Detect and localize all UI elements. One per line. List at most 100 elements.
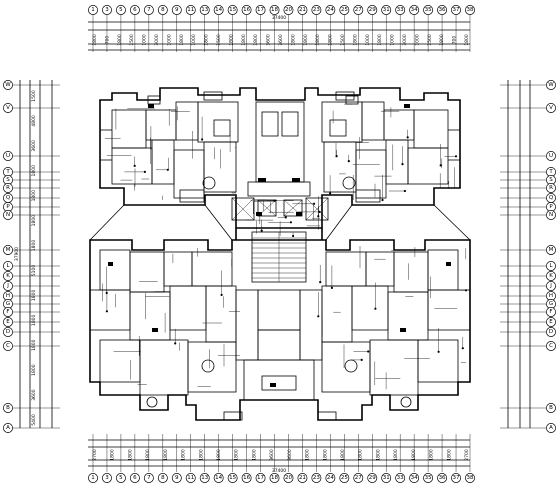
bottom-axis-bubble: 38 — [465, 473, 475, 483]
top-dimension-value: 1500 — [340, 34, 346, 46]
left-axis-bubble-label: M — [6, 247, 11, 253]
bottom-axis-bubble: 1 — [88, 473, 98, 483]
left-axis-bubble: U — [3, 151, 13, 161]
top-axis-bubble-label: 15 — [229, 7, 236, 13]
right-axis-bubble-label: M — [549, 247, 554, 253]
bottom-axis-bubble: 3 — [102, 473, 112, 483]
left-dimension-value: 4800 — [31, 115, 37, 127]
right-axis-bubble-label: J — [549, 283, 552, 289]
top-dimension-value: 1000 — [414, 34, 420, 46]
top-axis-bubble: 17 — [255, 5, 266, 15]
top-axis-bubble: 37 — [451, 5, 461, 15]
top-axis-bubble-label: 16 — [243, 7, 250, 13]
outlet-symbol — [319, 281, 322, 284]
top-axis-bubble: 27 — [353, 5, 364, 15]
bottom-dimension-value: 1800 — [110, 449, 116, 461]
right-axis-bubble: Q — [546, 193, 556, 203]
top-dimension-value: 1800 — [290, 34, 296, 46]
right-axis-bubble-label: U — [549, 153, 553, 159]
left-axis-bubble: G — [3, 299, 13, 309]
left-axis-bubble: F — [3, 307, 13, 317]
outlet-symbol — [143, 170, 146, 173]
dimension-lines — [19, 21, 531, 467]
left-axis-bubble-label: Q — [6, 195, 11, 201]
bottom-axis-bubble-label: 9 — [175, 475, 179, 481]
top-dimension-value: 3600 — [266, 34, 272, 46]
building-outline — [89, 87, 471, 421]
right-axis-bubble-label: R — [549, 185, 553, 191]
top-dimension-value: 3000 — [402, 34, 408, 46]
right-axis-bubble-label: S — [549, 177, 553, 183]
right-axis-bubble-label: G — [549, 301, 553, 307]
bottom-dimension-value: 1800 — [216, 449, 222, 461]
top-axis-bubble-label: 18 — [271, 7, 278, 13]
top-axis-bubble: 14 — [213, 5, 224, 15]
outlet-symbol — [403, 189, 406, 193]
bottom-dimension-value: 1800 — [127, 449, 133, 461]
left-axis-bubble: K — [3, 271, 13, 281]
right-axis-bubble: W — [546, 80, 556, 90]
left-axis-bubble-label: H — [6, 293, 10, 299]
right-axis-bubble-label: T — [548, 169, 553, 175]
bottom-dimension-value: 1800 — [305, 449, 311, 461]
right-axis-bubble-label: K — [549, 273, 553, 279]
outlet-symbol — [292, 234, 295, 238]
bottom-dimension-value: 2700 — [92, 449, 98, 461]
top-dimension-value: 1800 — [315, 34, 321, 46]
bottom-dimension-value: 1800 — [181, 449, 187, 461]
top-dimension-value: 1800 — [377, 34, 383, 46]
bottom-axis-bubble: 33 — [395, 473, 406, 483]
right-axis-bubble: F — [546, 307, 556, 317]
left-axis-bubble-label: R — [6, 185, 10, 191]
left-axis-bubble-label: P — [6, 204, 10, 210]
left-axis-bubble-label: L — [6, 263, 10, 269]
top-axis-bubble-label: 25 — [341, 7, 348, 13]
outlet-symbol — [220, 293, 223, 296]
top-axis-bubble-label: 34 — [411, 7, 418, 13]
outlet-symbol — [406, 136, 409, 139]
bottom-axis-bubble-label: 37 — [453, 475, 460, 481]
bottom-axis-bubble: 13 — [199, 473, 210, 483]
bottom-axis-bubble: 9 — [171, 473, 182, 483]
top-axis-bubble: 31 — [381, 5, 392, 15]
bottom-dimension-value: 1800 — [198, 449, 204, 461]
outlet-symbol — [105, 291, 108, 295]
bottom-axis-bubble: 25 — [339, 473, 350, 483]
right-axis-bubble: D — [546, 327, 556, 337]
right-axis-bubble-label: H — [549, 293, 553, 299]
left-axis-bubble-label: F — [6, 309, 9, 315]
bottom-axis-bubble-label: 38 — [467, 475, 474, 481]
bottom-axis-bubble-label: 17 — [257, 475, 264, 481]
right-axis-bubble: L — [546, 261, 556, 271]
right-axis-bubble: G — [546, 299, 556, 309]
bottom-axis-bubble-label: 24 — [327, 475, 334, 481]
bottom-axis-bubble: 17 — [255, 473, 266, 483]
left-dimension-text: 1500480036001800180018001800510018001800… — [31, 90, 37, 426]
top-axis-bubble-label: 11 — [187, 7, 194, 13]
top-axis-bubble: 36 — [437, 5, 448, 15]
left-axis-bubble: C — [3, 341, 13, 351]
top-axis-bubble: 8 — [157, 5, 168, 15]
top-axis-bubble: 7 — [143, 5, 154, 15]
bottom-dimension-value: 1800 — [145, 449, 151, 461]
top-axis-bubble: 23 — [311, 5, 322, 15]
outlet-symbol — [330, 286, 333, 289]
top-axis-bubble-label: 27 — [355, 7, 362, 13]
bottom-dimension-value: 1800 — [375, 449, 381, 461]
left-dimension-value: 1800 — [31, 339, 37, 351]
outlet-symbol — [461, 347, 464, 350]
top-axis-bubble: 38 — [465, 5, 475, 15]
left-dimension-value: 1800 — [31, 290, 37, 302]
left-axis-bubble: E — [3, 317, 13, 327]
bottom-axis-bubble-label: 13 — [201, 475, 208, 481]
top-dimension-value: 1800 — [228, 34, 234, 46]
right-axis-bubble-label: W — [548, 82, 554, 88]
top-axis-bubble-label: 23 — [313, 7, 320, 13]
left-axis-bubble-label: V — [6, 105, 10, 111]
left-axis-bubble-label: N — [6, 212, 10, 218]
top-axis-bubble: 9 — [171, 5, 182, 15]
top-dimension-value: 3000 — [154, 34, 160, 46]
top-axis-bubble-label: 17 — [257, 7, 264, 13]
outlet-symbol — [381, 198, 384, 202]
